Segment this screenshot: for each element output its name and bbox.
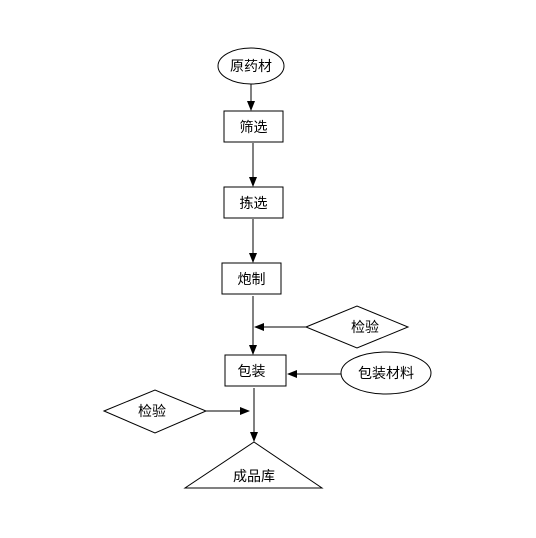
node-processing: 炮制 [221,262,282,295]
node-screening-label: 筛选 [240,120,268,136]
node-inspection-right: 检验 [304,305,410,349]
node-finished-warehouse: 成品库 [183,441,324,489]
node-finished-warehouse-label: 成品库 [233,469,275,485]
node-processing-label: 炮制 [238,272,266,288]
node-packaging: 包装 [224,354,287,387]
node-inspection-left: 检验 [102,389,208,434]
node-raw-material: 原药材 [217,47,285,85]
node-screening: 筛选 [223,110,284,143]
node-raw-material-label: 原药材 [230,59,272,75]
node-inspection-left-label: 检验 [138,404,166,420]
node-sorting: 拣选 [223,186,284,219]
node-packaging-material-label: 包装材料 [358,366,414,382]
node-sorting-label: 拣选 [240,196,268,212]
node-packaging-material: 包装材料 [340,351,432,395]
node-inspection-right-label: 检验 [351,320,379,336]
node-packaging-label: 包装 [238,364,266,380]
